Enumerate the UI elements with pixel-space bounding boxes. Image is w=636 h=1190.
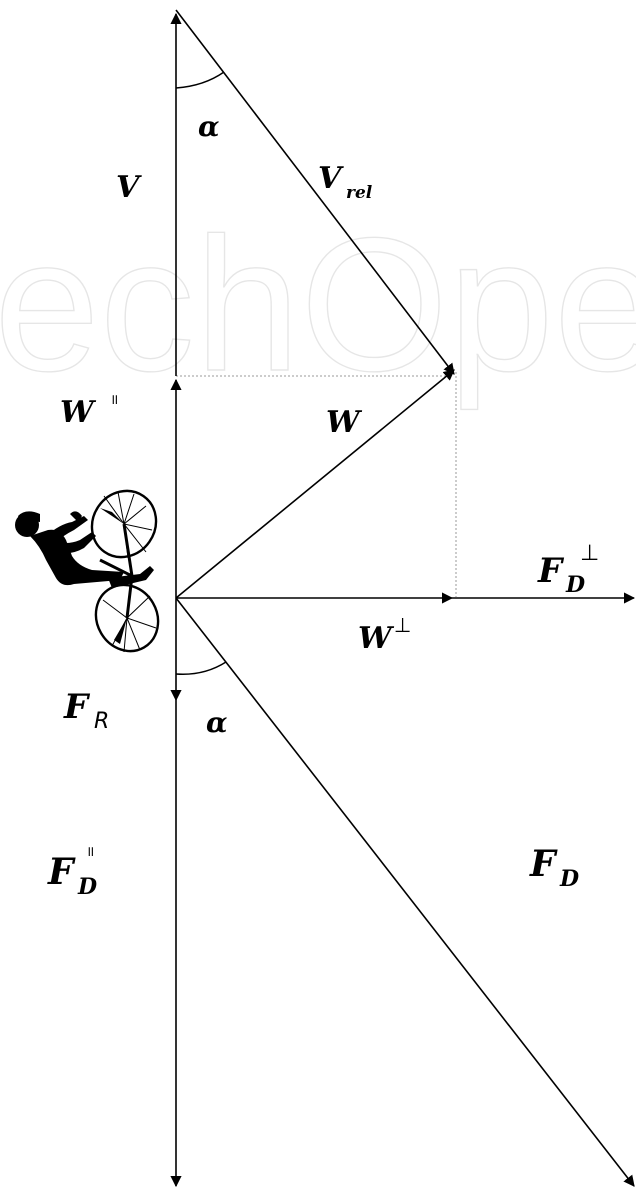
w-parallel-superscript: ॥ [110,392,118,408]
fd-label: F [529,843,558,885]
w-parallel-label: W [60,395,97,430]
cyclist-icon [15,489,160,653]
alpha-arc-bottom [175,661,227,675]
w-label: W [326,405,363,440]
fd-perp-superscript: ⊥ [580,541,599,566]
fd-parallel-superscript: ॥ [86,844,94,860]
v-rel-vector-line [175,9,455,375]
alpha-top-label: α [198,110,220,143]
fd-perp-subscript: D [565,572,585,598]
fr-label: F [63,687,91,727]
w-perp-label: W [358,621,395,656]
w-perp-superscript: ⊥ [394,613,411,637]
fd-parallel-subscript: D [77,874,97,900]
alpha-arc-top [175,71,225,89]
w-vector-line [175,369,455,599]
v-rel-subscript: rel [346,183,373,203]
fd-parallel-label: F [47,851,76,893]
alpha-bottom-label: α [206,706,228,739]
fr-subscript: R [94,709,109,734]
watermark: echOpen [0,199,636,411]
v-label: V [116,170,142,205]
fd-subscript: D [559,866,579,892]
fd-perp-label: F [537,551,565,591]
v-rel-label: V [318,161,344,196]
fd-vector-line [175,597,635,1187]
